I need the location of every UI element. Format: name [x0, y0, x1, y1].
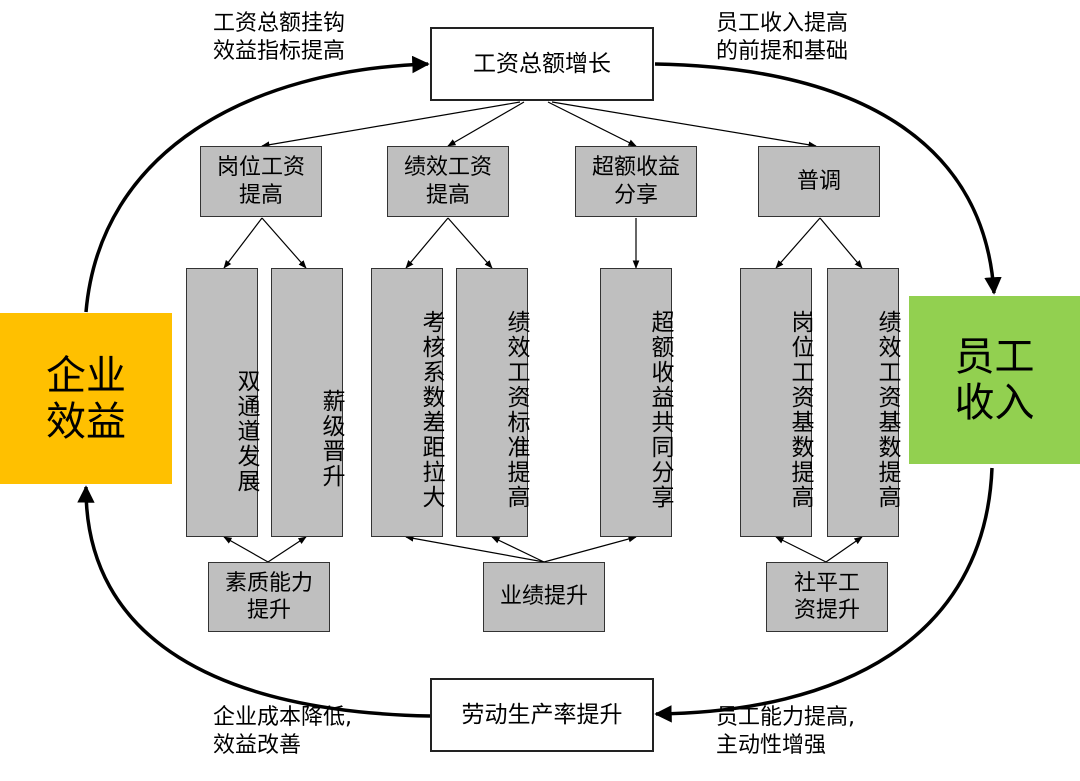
note-bottom-right: 员工能力提高, 主动性增强 — [716, 705, 855, 758]
category-box-excess-profit-share: 超额收益 分享 — [575, 146, 697, 217]
measure-column-position-base: 岗位工资基数提高 — [740, 268, 813, 537]
category-box-performance-wage: 绩效工资 提高 — [387, 146, 509, 217]
cycle-arrow-left-to-top — [84, 55, 430, 313]
driver-box-social-wage: 社平工 资提升 — [766, 562, 888, 632]
measure-column-performance-standard: 绩效工资标准提高 — [456, 268, 529, 537]
category-box-general-adjustment: 普调 — [758, 146, 880, 217]
connector-arrow — [551, 101, 817, 149]
cycle-arrow-bottom-to-left — [77, 485, 431, 718]
connector-arrow — [447, 217, 493, 269]
total-wage-growth-box: 工资总额增长 — [430, 27, 654, 101]
measure-column-dual-track: 双通道发展 — [186, 268, 259, 537]
connector-arrow — [267, 536, 307, 563]
connector-arrow — [491, 536, 545, 563]
connector-arrow — [819, 217, 863, 269]
connector-arrow — [775, 536, 827, 563]
connector-arrow — [405, 535, 545, 563]
connector-arrow — [405, 217, 449, 269]
cycle-arrow-top-to-right — [654, 62, 1002, 295]
connector-arrow — [223, 217, 263, 269]
connector-arrow — [447, 101, 525, 147]
measure-column-performance-base: 绩效工资基数提高 — [827, 268, 900, 537]
connector-arrow — [261, 217, 307, 269]
connector-arrow — [825, 536, 863, 563]
cycle-arrow-right-to-bottom — [654, 467, 994, 723]
measure-column-coefficient-gap: 考核系数差距拉大 — [371, 268, 444, 537]
enterprise-benefit-block: 企业 效益 — [0, 313, 172, 484]
labor-productivity-box: 劳动生产率提升 — [430, 678, 654, 752]
driver-box-competency: 素质能力 提升 — [208, 562, 330, 632]
measure-column-excess-share: 超额收益共同分享 — [600, 268, 673, 537]
connector-arrow — [261, 101, 521, 149]
connector-arrow — [547, 101, 637, 147]
measure-column-grade-promotion: 薪级晋升 — [271, 268, 344, 537]
note-bottom-left: 企业成本降低, 效益改善 — [213, 705, 352, 758]
employee-income-block: 员工 收入 — [909, 296, 1080, 464]
connector-arrow — [775, 217, 821, 269]
connector-arrow — [223, 536, 269, 563]
connector-arrow — [543, 535, 637, 563]
note-top-left: 工资总额挂钩 效益指标提高 — [213, 11, 346, 64]
driver-box-performance: 业绩提升 — [483, 562, 605, 632]
note-top-right: 员工收入提高 的前提和基础 — [716, 11, 849, 64]
category-box-position-wage: 岗位工资 提高 — [200, 146, 322, 217]
